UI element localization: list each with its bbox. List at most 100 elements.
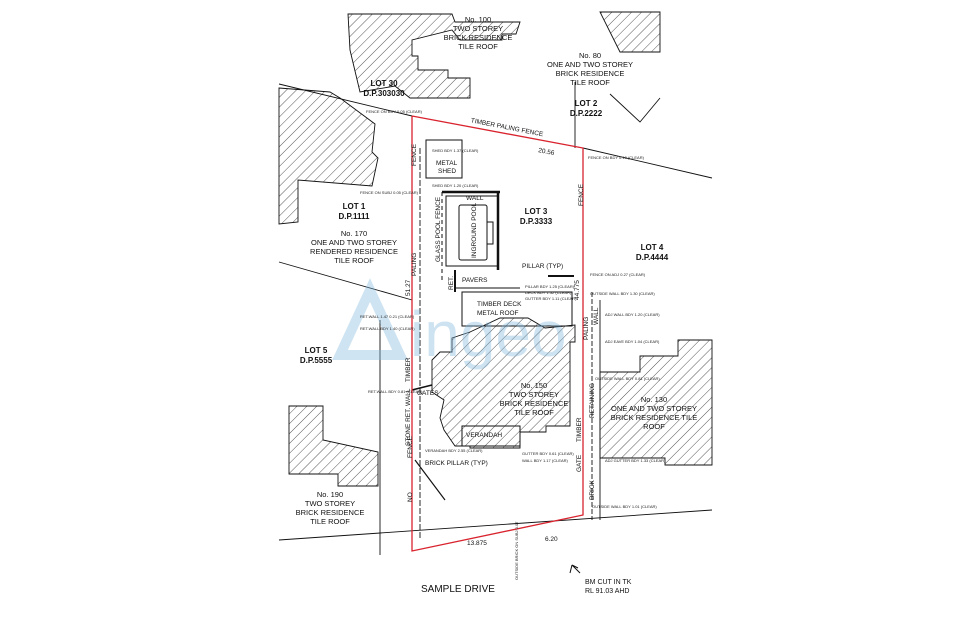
lot5-name: LOT 5 [305, 346, 328, 355]
no150-line4: TILE ROOF [514, 408, 554, 417]
no170-line4: TILE ROOF [334, 256, 374, 265]
lot-line-lot30-lot2 [278, 83, 413, 117]
no170-line3: RENDERED RESIDENCE [310, 247, 398, 256]
lot4-name: LOT 4 [641, 243, 664, 252]
street-name: SAMPLE DRIVE [421, 584, 495, 595]
fence-left-top-label: FENCE [411, 143, 418, 166]
lot2-dp: D.P.2222 [570, 109, 603, 118]
pavers-label: PAVERS [462, 277, 488, 284]
fence-right-label: FENCE [578, 183, 585, 206]
feature-labels: TIMBER PALING FENCE 20.56 METAL SHED WAL… [405, 117, 600, 547]
no150-line1: No. 150 [521, 381, 547, 390]
note-17: GUTTER BDY 0.61 (CLEAR) [522, 451, 574, 456]
watermark-logo-icon [332, 278, 408, 360]
note-1: FENCE ON BDY 0.05 (CLEAR) [366, 109, 423, 114]
bm-line2: RL 91.03 AHD [585, 588, 630, 595]
metal-shed-label-1: METAL [436, 160, 458, 167]
note-2: SHED BDY 1.37 (CLEAR) [432, 148, 479, 153]
lot4-dp: D.P.4444 [636, 253, 669, 262]
no130-line3: BRICK RESIDENCE TILE [611, 413, 698, 422]
note-5: FENCE ON SUBJ 0.05 (CLEAR) [360, 190, 419, 195]
lot30-name: LOT 30 [370, 79, 398, 88]
watermark: ingeo [332, 278, 567, 370]
no80-line1: No. 80 [579, 51, 601, 60]
lot30-dp: D.P.303030 [363, 89, 405, 98]
watermark-text: ingeo [410, 298, 567, 370]
note-7: OUTSIDE WALL BDY 1.30 (CLEAR) [590, 291, 655, 296]
lot-labels: LOT 30 D.P.303030 LOT 2 D.P.2222 LOT 1 D… [300, 79, 669, 365]
paling-left-label: PALING [411, 253, 418, 276]
dim-top-label: 20.56 [538, 147, 556, 157]
metal-shed [425, 139, 463, 179]
gate-label: GATE [576, 454, 583, 472]
street-line [278, 509, 713, 541]
lot5-dp: D.P.5555 [300, 356, 333, 365]
no150-line3: BRICK RESIDENCE [500, 399, 569, 408]
lot1-name: LOT 1 [343, 202, 366, 211]
no130-line4: ROOF [643, 422, 665, 431]
no190-line4: TILE ROOF [310, 517, 350, 526]
timber-right-label: TIMBER [576, 417, 583, 442]
brick-right-label: BRICK [589, 479, 596, 500]
dim-bottom-left-label: 13.875 [467, 540, 487, 547]
building-no190 [288, 405, 379, 487]
no80-line4: TILE ROOF [570, 78, 610, 87]
dim-right-label: 44.775 [574, 280, 581, 300]
note-16: VERANDAH BDY 2.55 (CLEAR) [425, 448, 483, 453]
stone-wall-a [411, 384, 433, 391]
note-21: OUTSIDE WALL BDY 1.01 (CLEAR) [592, 504, 657, 509]
no170-line2: ONE AND TWO STOREY [311, 238, 397, 247]
no80-line2: ONE AND TWO STOREY [547, 60, 633, 69]
building-no130 [599, 339, 713, 466]
clearance-notes: FENCE ON BDY 0.05 (CLEAR) SHED BDY 1.37 … [360, 109, 666, 580]
note-11: ADJ WALL BDY 1.20 (CLEAR) [605, 312, 660, 317]
retaining-label: RETAINING [589, 383, 596, 418]
brick-pillar-typ-label: BRICK PILLAR (TYP) [425, 460, 488, 467]
lot-line-lot1-lot5 [278, 261, 413, 301]
lot3-name: LOT 3 [525, 207, 548, 216]
benchmark: BM CUT IN TK RL 91.03 AHD [569, 564, 632, 595]
note-6: FENCE ON ADJ 0.27 (CLEAR) [590, 272, 646, 277]
note-19: ADJ GUTTER BDY 1.33 (CLEAR) [605, 458, 666, 463]
note-14: ADJ EAVE BDY 1.04 (CLEAR) [605, 339, 660, 344]
note-13: RET.WALL BDY 1.40 (CLEAR) [360, 326, 415, 331]
no150-line2: TWO STOREY [509, 390, 559, 399]
pool-step [486, 221, 494, 245]
timber-deck [461, 291, 573, 327]
lot-line-top-right [582, 147, 713, 179]
paling-right-label: PALING [583, 317, 590, 340]
glass-pool-fence-label: GLASS POOL FENCE [435, 196, 442, 262]
building-no170 [278, 87, 379, 225]
timber-deck-label-1: TIMBER DECK [477, 301, 522, 308]
building-no80 [599, 11, 661, 53]
note-22: OUTSIDE BRICK ON SUBJ 0.07 [514, 521, 519, 580]
subject-boundary [411, 115, 584, 552]
no80-line3: BRICK RESIDENCE [556, 69, 625, 78]
no190-line3: BRICK RESIDENCE [296, 508, 365, 517]
lot-lines [278, 82, 713, 555]
stone-ret-wall-label: STONE RET. WALL [405, 388, 412, 446]
wall-right-label: WALL [593, 307, 600, 325]
residence-labels: No. 100 TWO STOREY BRICK RESIDENCE TILE … [296, 15, 698, 526]
inground-pool-label: INGROUND POOL [471, 202, 478, 258]
no170-line1: No. 170 [341, 229, 367, 238]
bm-line1: BM CUT IN TK [585, 579, 632, 586]
no130-line1: No. 130 [641, 395, 667, 404]
note-18: WALL BDY 1.17 (CLEAR) [522, 458, 569, 463]
note-15: RET.WALL BDY 0.81 (CLEAR) [368, 389, 423, 394]
no100-line3: BRICK RESIDENCE [444, 33, 513, 42]
wall-label: WALL [466, 195, 484, 202]
timber-deck-label-2: METAL ROOF [477, 310, 519, 317]
note-4: SHED BDY 1.20 (CLEAR) [432, 183, 479, 188]
gates-label: GATES [417, 390, 439, 397]
no-left-label: NO [407, 492, 414, 502]
adj-lines [609, 93, 661, 123]
ret-label: RET. [448, 276, 455, 290]
note-8: PILLAR BDY 1.25 (CLEAR) [525, 284, 575, 289]
note-12: RET.WALL 1.47 0.21 (CLEAR) [360, 314, 415, 319]
pillar-typ-label: PILLAR (TYP) [522, 263, 563, 270]
timber-left-label: TIMBER [405, 357, 412, 382]
neighbour-buildings [278, 11, 713, 487]
timber-paling-fence-label: TIMBER PALING FENCE [470, 117, 544, 138]
